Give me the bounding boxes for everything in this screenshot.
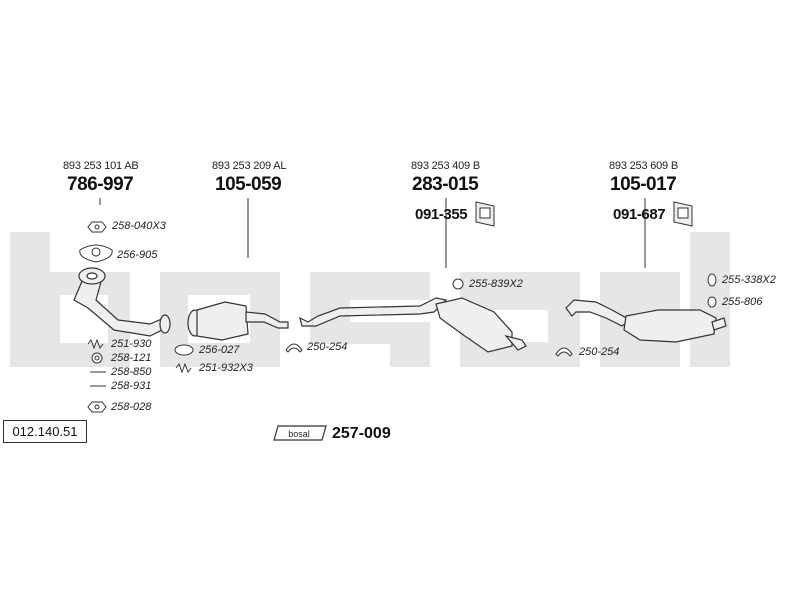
ring-icon bbox=[174, 344, 194, 356]
part-number-2: 105-059 bbox=[215, 174, 282, 195]
part-number-3: 283-015 bbox=[412, 174, 479, 195]
middle-silencer bbox=[299, 297, 527, 353]
catalytic-converter bbox=[187, 301, 289, 341]
oem-number-3: 893 253 409 B bbox=[411, 160, 480, 172]
ref-clamp-mid: 250-254 bbox=[307, 341, 348, 353]
ref-nut-top: 258-040X3 bbox=[112, 220, 166, 232]
ref-nut-bottom: 258-028 bbox=[111, 401, 152, 413]
spring-icon bbox=[87, 338, 104, 350]
diagram-id: 012.140.51 bbox=[3, 420, 87, 443]
ref-hanger-rear: 255-806 bbox=[722, 296, 763, 308]
kit-logo-text: bosal bbox=[288, 429, 310, 439]
mount-icon bbox=[475, 201, 495, 227]
mount-icon bbox=[673, 201, 693, 227]
ref-clamp-rear: 250-254 bbox=[579, 346, 620, 358]
spring-icon bbox=[175, 362, 192, 374]
ref-spring: 251-930 bbox=[111, 338, 152, 350]
ring-icon bbox=[707, 273, 717, 287]
clamp-icon bbox=[285, 343, 303, 353]
ref-gasket-front: 256-905 bbox=[117, 249, 158, 261]
mount-number-3: 091-355 bbox=[415, 206, 468, 223]
ref-bolt: 258-850 bbox=[111, 366, 152, 378]
front-pipe bbox=[73, 267, 171, 337]
ref-ring-center: 255-839X2 bbox=[469, 278, 523, 290]
oem-number-2: 893 253 209 AL bbox=[212, 160, 287, 172]
hanger-icon bbox=[707, 296, 717, 308]
oem-number-1: 893 253 101 AB bbox=[63, 160, 139, 172]
ref-spring-cat: 251-932X3 bbox=[199, 362, 253, 374]
kit-logo-box: bosal bbox=[273, 425, 327, 441]
kit-number: 257-009 bbox=[332, 425, 391, 442]
part-number-4: 105-017 bbox=[610, 174, 677, 195]
part-number-1: 786-997 bbox=[67, 174, 134, 195]
ref-pin: 258-931 bbox=[111, 380, 152, 392]
rear-silencer bbox=[565, 299, 727, 343]
ref-ring-rear: 255-338X2 bbox=[722, 274, 776, 286]
clamp-icon bbox=[555, 347, 573, 357]
ref-washer: 258-121 bbox=[111, 352, 152, 364]
ring-icon bbox=[452, 278, 464, 290]
oem-number-4: 893 253 609 B bbox=[609, 160, 678, 172]
mount-number-4: 091-687 bbox=[613, 206, 666, 223]
ref-ring-cat: 256-027 bbox=[199, 344, 240, 356]
